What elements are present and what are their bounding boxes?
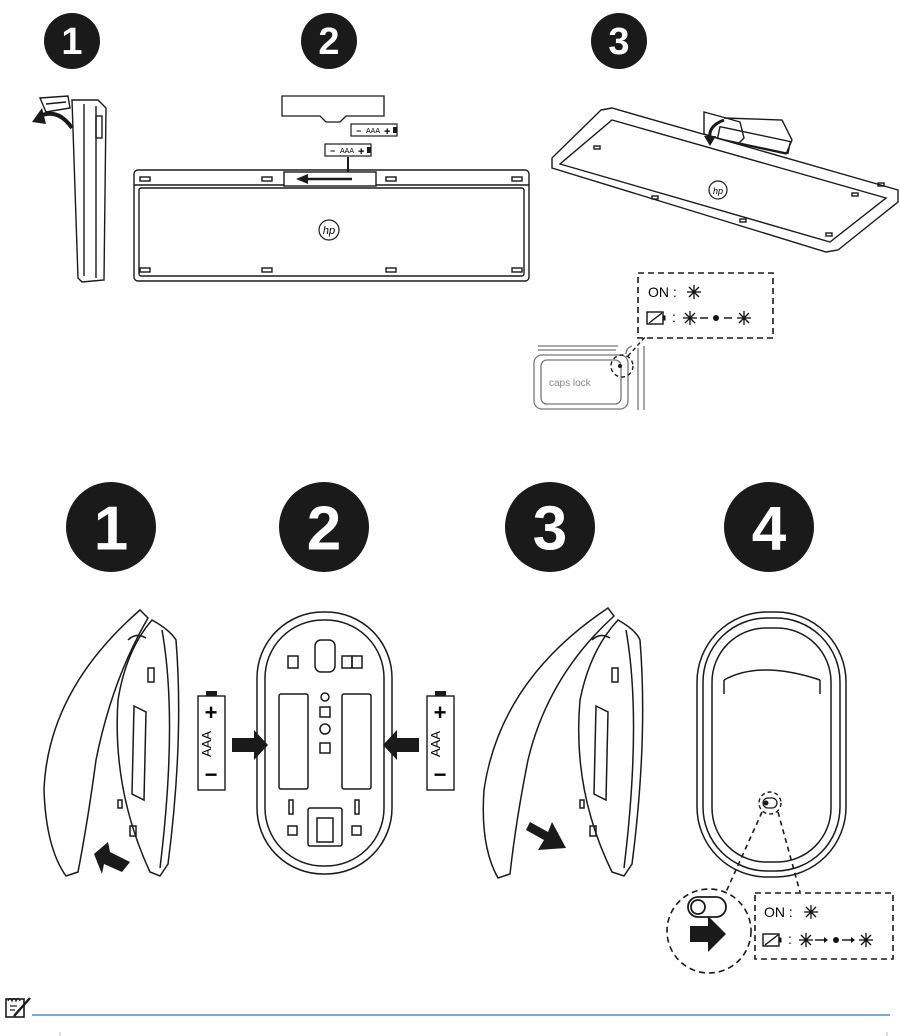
keyboard-battery-cover bbox=[282, 96, 384, 122]
keyboard-bottom-logo: hp bbox=[319, 220, 339, 240]
keyboard-status-low-label: : bbox=[672, 309, 676, 325]
mouse-switch-leader bbox=[726, 812, 762, 892]
keyboard-bottom-logo-text: hp bbox=[323, 225, 335, 237]
keyboard-perspective-logo-text: hp bbox=[713, 186, 723, 196]
mouse-status-leader bbox=[778, 812, 800, 892]
mouse-battery-left: + AAA − bbox=[198, 691, 225, 790]
mouse-battery-right: + AAA − bbox=[427, 691, 454, 790]
mouse-step-1-badge: 1 bbox=[66, 482, 156, 572]
keyboard-step-1-number: 1 bbox=[61, 21, 82, 63]
mouse-step-2-number: 2 bbox=[307, 495, 341, 564]
mouse-battery-right-label: AAA bbox=[428, 731, 443, 757]
mouse-battery-left-minus: − bbox=[205, 762, 218, 787]
mouse-status-blink-sun-icon-2 bbox=[859, 933, 873, 947]
mouse-battery-left-arrow-icon bbox=[232, 730, 268, 760]
keyboard-step-3-badge: 3 bbox=[591, 13, 647, 69]
mouse-battery-right-minus: − bbox=[434, 762, 447, 787]
keyboard-caps-led-icon bbox=[618, 364, 622, 368]
keyboard-status-blink-sun-icon-1 bbox=[683, 311, 697, 325]
dot-icon bbox=[833, 937, 839, 943]
keyboard-battery-top-plus: + bbox=[384, 126, 390, 138]
keyboard-status-dot-icon bbox=[713, 315, 719, 321]
mouse-step-2-badge: 2 bbox=[279, 482, 369, 572]
mouse-status-low-label: : bbox=[788, 931, 792, 947]
mouse-bottom-view bbox=[257, 612, 392, 874]
mouse-switch-callout bbox=[667, 889, 751, 973]
mouse-step-1-number: 1 bbox=[94, 495, 128, 564]
keyboard-step-2-number: 2 bbox=[318, 21, 339, 63]
mouse-power-switch bbox=[759, 792, 781, 814]
keyboard-side-view bbox=[40, 96, 106, 282]
mouse-top-view bbox=[697, 612, 846, 877]
keyboard-battery-bottom-plus: + bbox=[358, 146, 364, 158]
mouse-3-push-arrow-icon bbox=[526, 822, 566, 850]
mouse-battery-right-plus: + bbox=[434, 700, 447, 725]
keyboard-perspective-view bbox=[552, 108, 898, 252]
keyboard-status-blink-sun-icon-2 bbox=[737, 311, 751, 325]
mouse-side-view-open bbox=[44, 610, 179, 876]
mouse-battery-left-plus: + bbox=[205, 700, 218, 725]
keyboard-flip-arrowhead-icon bbox=[704, 136, 716, 146]
mouse-step-3-number: 3 bbox=[533, 495, 567, 564]
mouse-step-3-badge: 3 bbox=[505, 482, 595, 572]
keyboard-perspective-logo: hp bbox=[709, 181, 727, 199]
keyboard-caps-lock-label: caps lock bbox=[549, 378, 592, 389]
keyboard-rotate-arrowhead-icon bbox=[32, 108, 46, 124]
keyboard-battery-bottom: − AAA + bbox=[325, 144, 371, 158]
mouse-status-on-label: ON : bbox=[764, 904, 793, 920]
mouse-status-on-sun-icon bbox=[804, 905, 818, 919]
keyboard-status-callout: ON : : bbox=[638, 273, 773, 338]
keyboard-status-on-sun-icon bbox=[687, 285, 701, 299]
mouse-step-4-number: 4 bbox=[752, 495, 787, 564]
keyboard-battery-top-minus: − bbox=[356, 126, 361, 136]
keyboard-status-on-label: ON : bbox=[648, 284, 677, 300]
keyboard-battery-top-label: AAA bbox=[366, 128, 380, 135]
keyboard-battery-bottom-minus: − bbox=[330, 146, 335, 156]
keyboard-step-2-badge: 2 bbox=[301, 13, 357, 69]
note-icon bbox=[6, 998, 30, 1017]
mouse-step-4-badge: 4 bbox=[724, 482, 814, 572]
keyboard-battery-bottom-label: AAA bbox=[340, 148, 354, 155]
keyboard-step-3-number: 3 bbox=[608, 21, 629, 63]
mouse-1-push-arrow-icon bbox=[94, 842, 130, 874]
keyboard-flip-arrow-icon bbox=[710, 120, 724, 138]
mouse-battery-right-arrow-icon bbox=[383, 730, 419, 760]
sun-icon bbox=[799, 933, 813, 947]
keyboard-status-low-battery-icon bbox=[647, 312, 666, 324]
mouse-status-callout: ON : : bbox=[755, 893, 893, 959]
keyboard-battery-top: − AAA + bbox=[351, 124, 397, 138]
mouse-side-view-close bbox=[483, 608, 642, 878]
keyboard-step-1-badge: 1 bbox=[44, 13, 100, 69]
mouse-battery-left-label: AAA bbox=[199, 731, 214, 757]
